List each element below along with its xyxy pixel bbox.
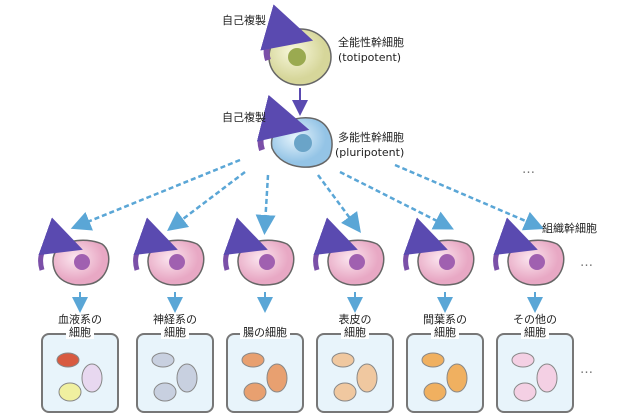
cell-type-box <box>136 333 214 413</box>
cell-type-label: 間葉系の細胞 <box>405 313 485 339</box>
self-renewal-arrow-icon <box>133 217 178 271</box>
tissue-stem-cell <box>403 217 475 286</box>
self-renewal-label: 自己複製 <box>222 14 266 27</box>
differentiation-arrow-icon <box>316 174 361 234</box>
self-renewal-arrow-icon <box>223 217 268 271</box>
cell-type-label: 腸の細胞 <box>225 313 305 339</box>
differentiation-arrow-icon <box>394 163 545 231</box>
self-renewal-arrow-icon <box>38 217 83 271</box>
cell-type-box <box>406 333 484 413</box>
cell-illustration <box>56 352 103 402</box>
self-renewal-arrow-icon <box>256 94 310 151</box>
differentiation-arrow-icon <box>167 171 246 232</box>
cell-type-label: 血液系の細胞 <box>40 313 120 339</box>
differentiation-arrow-icon <box>339 170 454 230</box>
tissue-stem-cell <box>313 217 385 286</box>
ellipsis: … <box>580 255 594 270</box>
tissue-stem-cell <box>133 217 205 286</box>
ellipsis: … <box>580 362 594 377</box>
cell-type-label-line1: 血液系の <box>58 313 102 326</box>
cell-illustration <box>331 352 378 402</box>
self-renewal-label: 自己複製 <box>222 111 266 124</box>
tissue-stem-cell <box>223 217 295 286</box>
differentiation-arrow-icon <box>255 174 276 235</box>
cell-type-label-line2: 細胞 <box>66 326 94 339</box>
pluripotent-en-label: (pluripotent) <box>335 146 405 159</box>
cell-type-label-line2: 細胞 <box>161 326 189 339</box>
pluripotent-cell <box>256 94 333 168</box>
cell-type-label-line2: 細胞 <box>521 326 549 339</box>
cell-illustration <box>151 352 198 402</box>
cell-illustration <box>421 352 468 402</box>
ellipsis: … <box>522 162 536 177</box>
cell-type-label-line1 <box>225 313 305 326</box>
differentiation-arrow-icon <box>70 158 241 231</box>
self-renewal-arrow-icon <box>313 217 358 271</box>
cell-type-box <box>226 333 304 413</box>
pluripotent-label: 多能性幹細胞 <box>338 131 404 144</box>
cell-type-box <box>496 333 574 413</box>
tissue-stem-cell <box>38 217 110 286</box>
cell-illustration <box>241 352 288 402</box>
tissue-stem-cell <box>493 217 565 286</box>
self-renewal-arrow-icon <box>260 4 314 61</box>
cell-type-label-line2: 細胞 <box>341 326 369 339</box>
self-renewal-arrow-icon <box>403 217 448 271</box>
cell-type-box <box>316 333 394 413</box>
cell-type-label-line1: 表皮の <box>338 313 372 326</box>
cell-type-label-line1: 間葉系の <box>423 313 467 326</box>
totipotent-cell <box>260 4 332 86</box>
cell-type-label: 神経系の細胞 <box>135 313 215 339</box>
cell-type-label: 表皮の細胞 <box>315 313 395 339</box>
totipotent-en-label: (totipotent) <box>338 51 402 64</box>
tissue-stem-cell-label: 組織幹細胞 <box>542 222 597 235</box>
cell-type-label: その他の細胞 <box>495 313 575 339</box>
cell-type-label-line2: 細胞 <box>431 326 459 339</box>
cell-type-box <box>41 333 119 413</box>
cell-type-label-line1: 神経系の <box>153 313 197 326</box>
self-renewal-arrow-icon <box>493 217 538 271</box>
cell-illustration <box>511 352 558 402</box>
cell-type-label-line1: その他の <box>513 313 557 326</box>
cell-type-label-line2: 腸の細胞 <box>240 326 290 339</box>
totipotent-label: 全能性幹細胞 <box>338 36 404 49</box>
